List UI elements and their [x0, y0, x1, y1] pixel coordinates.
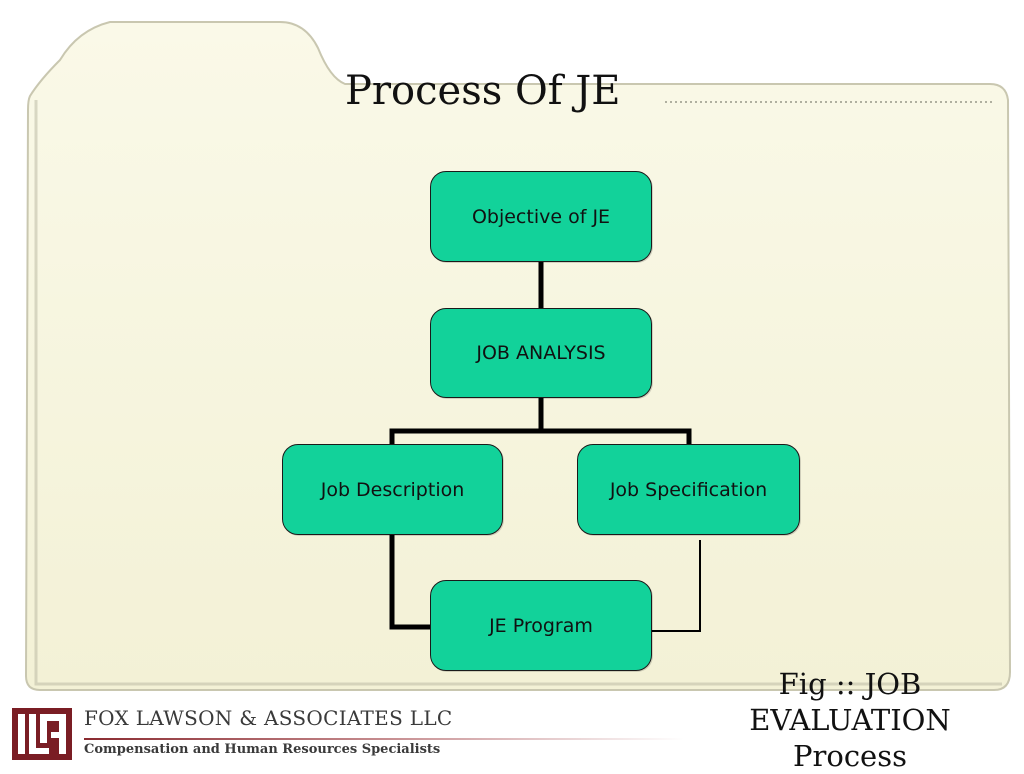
figure-caption: Fig :: JOB EVALUATION Process: [749, 667, 951, 773]
slide-title: Process Of JE: [345, 68, 621, 114]
node-label: Job Description: [320, 478, 465, 501]
edge-description-program: [389, 532, 433, 630]
company-logo: FOX LAWSON & ASSOCIATES LLC Compensation…: [0, 700, 700, 768]
diagram-connectors: [389, 259, 701, 632]
node-label: JE Program: [489, 614, 593, 637]
node-je-program: JE Program: [430, 580, 652, 671]
node-job-description: Job Description: [282, 444, 503, 535]
edge-specification-program: [652, 540, 701, 632]
logo-divider: [84, 738, 684, 740]
company-tagline: Compensation and Human Resources Special…: [84, 742, 441, 757]
node-job-specification: Job Specification: [577, 444, 800, 535]
node-job-analysis: JOB ANALYSIS: [430, 308, 652, 398]
node-objective-of-je: Objective of JE: [430, 171, 652, 262]
node-label: Objective of JE: [471, 205, 611, 228]
node-label: JOB ANALYSIS: [476, 342, 606, 364]
edge-analysis-branches: [389, 428, 692, 447]
node-label: Job Specification: [609, 478, 768, 501]
fla-monogram-icon: [12, 708, 72, 760]
company-name: FOX LAWSON & ASSOCIATES LLC: [84, 706, 453, 730]
